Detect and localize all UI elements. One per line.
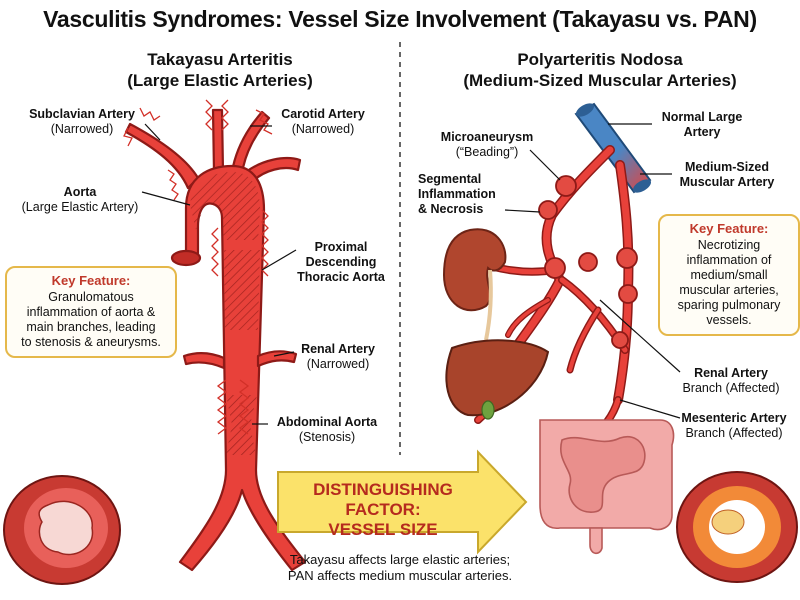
label-mesenteric-branch-name: Mesenteric Artery — [681, 411, 787, 425]
aortic-root-opening — [170, 249, 202, 267]
footer-note: Takayasu affects large elastic arteries;… — [280, 552, 520, 584]
renal-artery-left — [182, 352, 226, 370]
pan-key-line3: medium/small — [690, 268, 768, 282]
label-normal-large-line1: Normal Large — [661, 110, 743, 124]
label-subclavian-note: (Narrowed) — [50, 122, 114, 136]
pan-key-line5: sparing pulmonary — [677, 298, 781, 312]
distinguishing-arrow — [277, 449, 528, 555]
label-mesenteric-branch-note: Branch (Affected) — [685, 426, 783, 440]
pan-key-line4: muscular arteries, — [679, 283, 779, 297]
carotid-artery-left — [211, 108, 225, 174]
label-microaneurysm: Microaneurysm (“Beading”) — [432, 130, 542, 160]
pan-heading: Polyarteritis Nodosa — [517, 50, 683, 69]
label-proximal-line2: Descending — [305, 255, 377, 269]
label-segmental-line3: & Necrosis — [418, 202, 484, 216]
footer-line2: PAN affects medium muscular arteries. — [287, 568, 513, 583]
distinguishing-line1: DISTINGUISHING FACTOR: — [313, 480, 453, 519]
label-proximal-descending: Proximal Descending Thoracic Aorta — [286, 240, 396, 285]
pan-key-feature: Key Feature: Necrotizing inflammation of… — [658, 214, 800, 336]
label-renal-branch-note: Branch (Affected) — [682, 381, 780, 395]
pan-microaneurysms — [538, 175, 638, 349]
label-subclavian-name: Subclavian Artery — [29, 107, 135, 121]
label-aorta-name: Aorta — [63, 185, 97, 199]
pan-intestine — [539, 419, 675, 555]
label-proximal-line1: Proximal — [314, 240, 368, 254]
takayasu-heading: Takayasu Arteritis — [147, 50, 293, 69]
carotid-artery-right — [230, 110, 271, 176]
label-carotid: Carotid Artery (Narrowed) — [268, 107, 378, 137]
label-microaneurysm-note: (“Beading”) — [455, 145, 519, 159]
takayasu-key-line2: inflammation of aorta & — [26, 305, 156, 319]
aortic-arch-inflammation — [190, 172, 260, 240]
label-microaneurysm-name: Microaneurysm — [440, 130, 534, 144]
distinguishing-line2: VESSEL SIZE — [328, 520, 438, 539]
footer-line1: Takayasu affects large elastic arteries; — [289, 552, 511, 567]
label-subclavian: Subclavian Artery (Narrowed) — [12, 107, 152, 137]
pan-medium-arteries — [474, 145, 634, 444]
pan-key-line6: vessels. — [706, 313, 752, 327]
renal-artery-right — [256, 350, 298, 368]
label-abdominal-name: Abdominal Aorta — [276, 415, 378, 429]
label-renal-name: Renal Artery — [301, 342, 375, 356]
label-medium-sized-line1: Medium-Sized — [684, 160, 770, 174]
right-subclavian-artery — [244, 156, 302, 184]
takayasu-key-title: Key Feature: — [51, 273, 131, 288]
pan-subheading: (Medium-Sized Muscular Arteries) — [463, 71, 737, 90]
distinguishing-factor: DISTINGUISHING FACTOR: VESSEL SIZE — [283, 480, 483, 540]
label-renal-note: (Narrowed) — [306, 357, 370, 371]
abdominal-stenosis — [226, 395, 257, 455]
zigzag-inflammation-icon — [123, 99, 273, 435]
label-aorta-note: (Large Elastic Artery) — [21, 200, 139, 214]
pan-kidney — [442, 228, 507, 341]
page-title: Vasculitis Syndromes: Vessel Size Involv… — [43, 6, 757, 32]
label-segmental-line2: Inflammation — [418, 187, 496, 201]
label-renal: Renal Artery (Narrowed) — [288, 342, 388, 372]
label-proximal-line3: Thoracic Aorta — [297, 270, 385, 284]
label-normal-large: Normal Large Artery — [652, 110, 752, 140]
label-medium-sized: Medium-Sized Muscular Artery — [672, 160, 782, 190]
takayasu-key-line1: Granulomatous — [48, 290, 134, 304]
descending-aorta-inflammation — [224, 250, 260, 330]
takayasu-leader-lines — [141, 123, 297, 425]
takayasu-cross-section — [3, 475, 121, 585]
pan-key-title: Key Feature: — [689, 221, 769, 236]
label-carotid-name: Carotid Artery — [281, 107, 365, 121]
takayasu-subheading: (Large Elastic Arteries) — [127, 71, 313, 90]
takayasu-key-line3: main branches, leading — [26, 320, 156, 334]
label-segmental-line1: Segmental — [418, 172, 482, 186]
label-renal-branch-name: Renal Artery — [694, 366, 768, 380]
label-mesenteric-branch: Mesenteric Artery Branch (Affected) — [676, 411, 792, 441]
label-abdominal: Abdominal Aorta (Stenosis) — [268, 415, 386, 445]
pan-leader-lines — [504, 123, 681, 419]
takayasu-key-line4: to stenosis & aneurysms. — [21, 335, 161, 349]
label-renal-branch: Renal Artery Branch (Affected) — [676, 366, 786, 396]
label-normal-large-line2: Artery — [683, 125, 721, 139]
label-carotid-note: (Narrowed) — [291, 122, 355, 136]
pan-cross-section — [676, 471, 798, 583]
label-segmental: Segmental Inflammation & Necrosis — [418, 172, 508, 217]
label-aorta: Aorta (Large Elastic Artery) — [10, 185, 150, 215]
label-abdominal-note: (Stenosis) — [298, 430, 356, 444]
takayasu-key-feature: Key Feature: Granulomatous inflammation … — [5, 266, 177, 358]
takayasu-aorta — [124, 108, 307, 572]
label-medium-sized-line2: Muscular Artery — [679, 175, 775, 189]
aortic-arch — [178, 164, 307, 572]
pan-key-line2: inflammation of — [686, 253, 772, 267]
pan-key-line1: Necrotizing — [697, 238, 761, 252]
pan-liver — [445, 339, 550, 420]
